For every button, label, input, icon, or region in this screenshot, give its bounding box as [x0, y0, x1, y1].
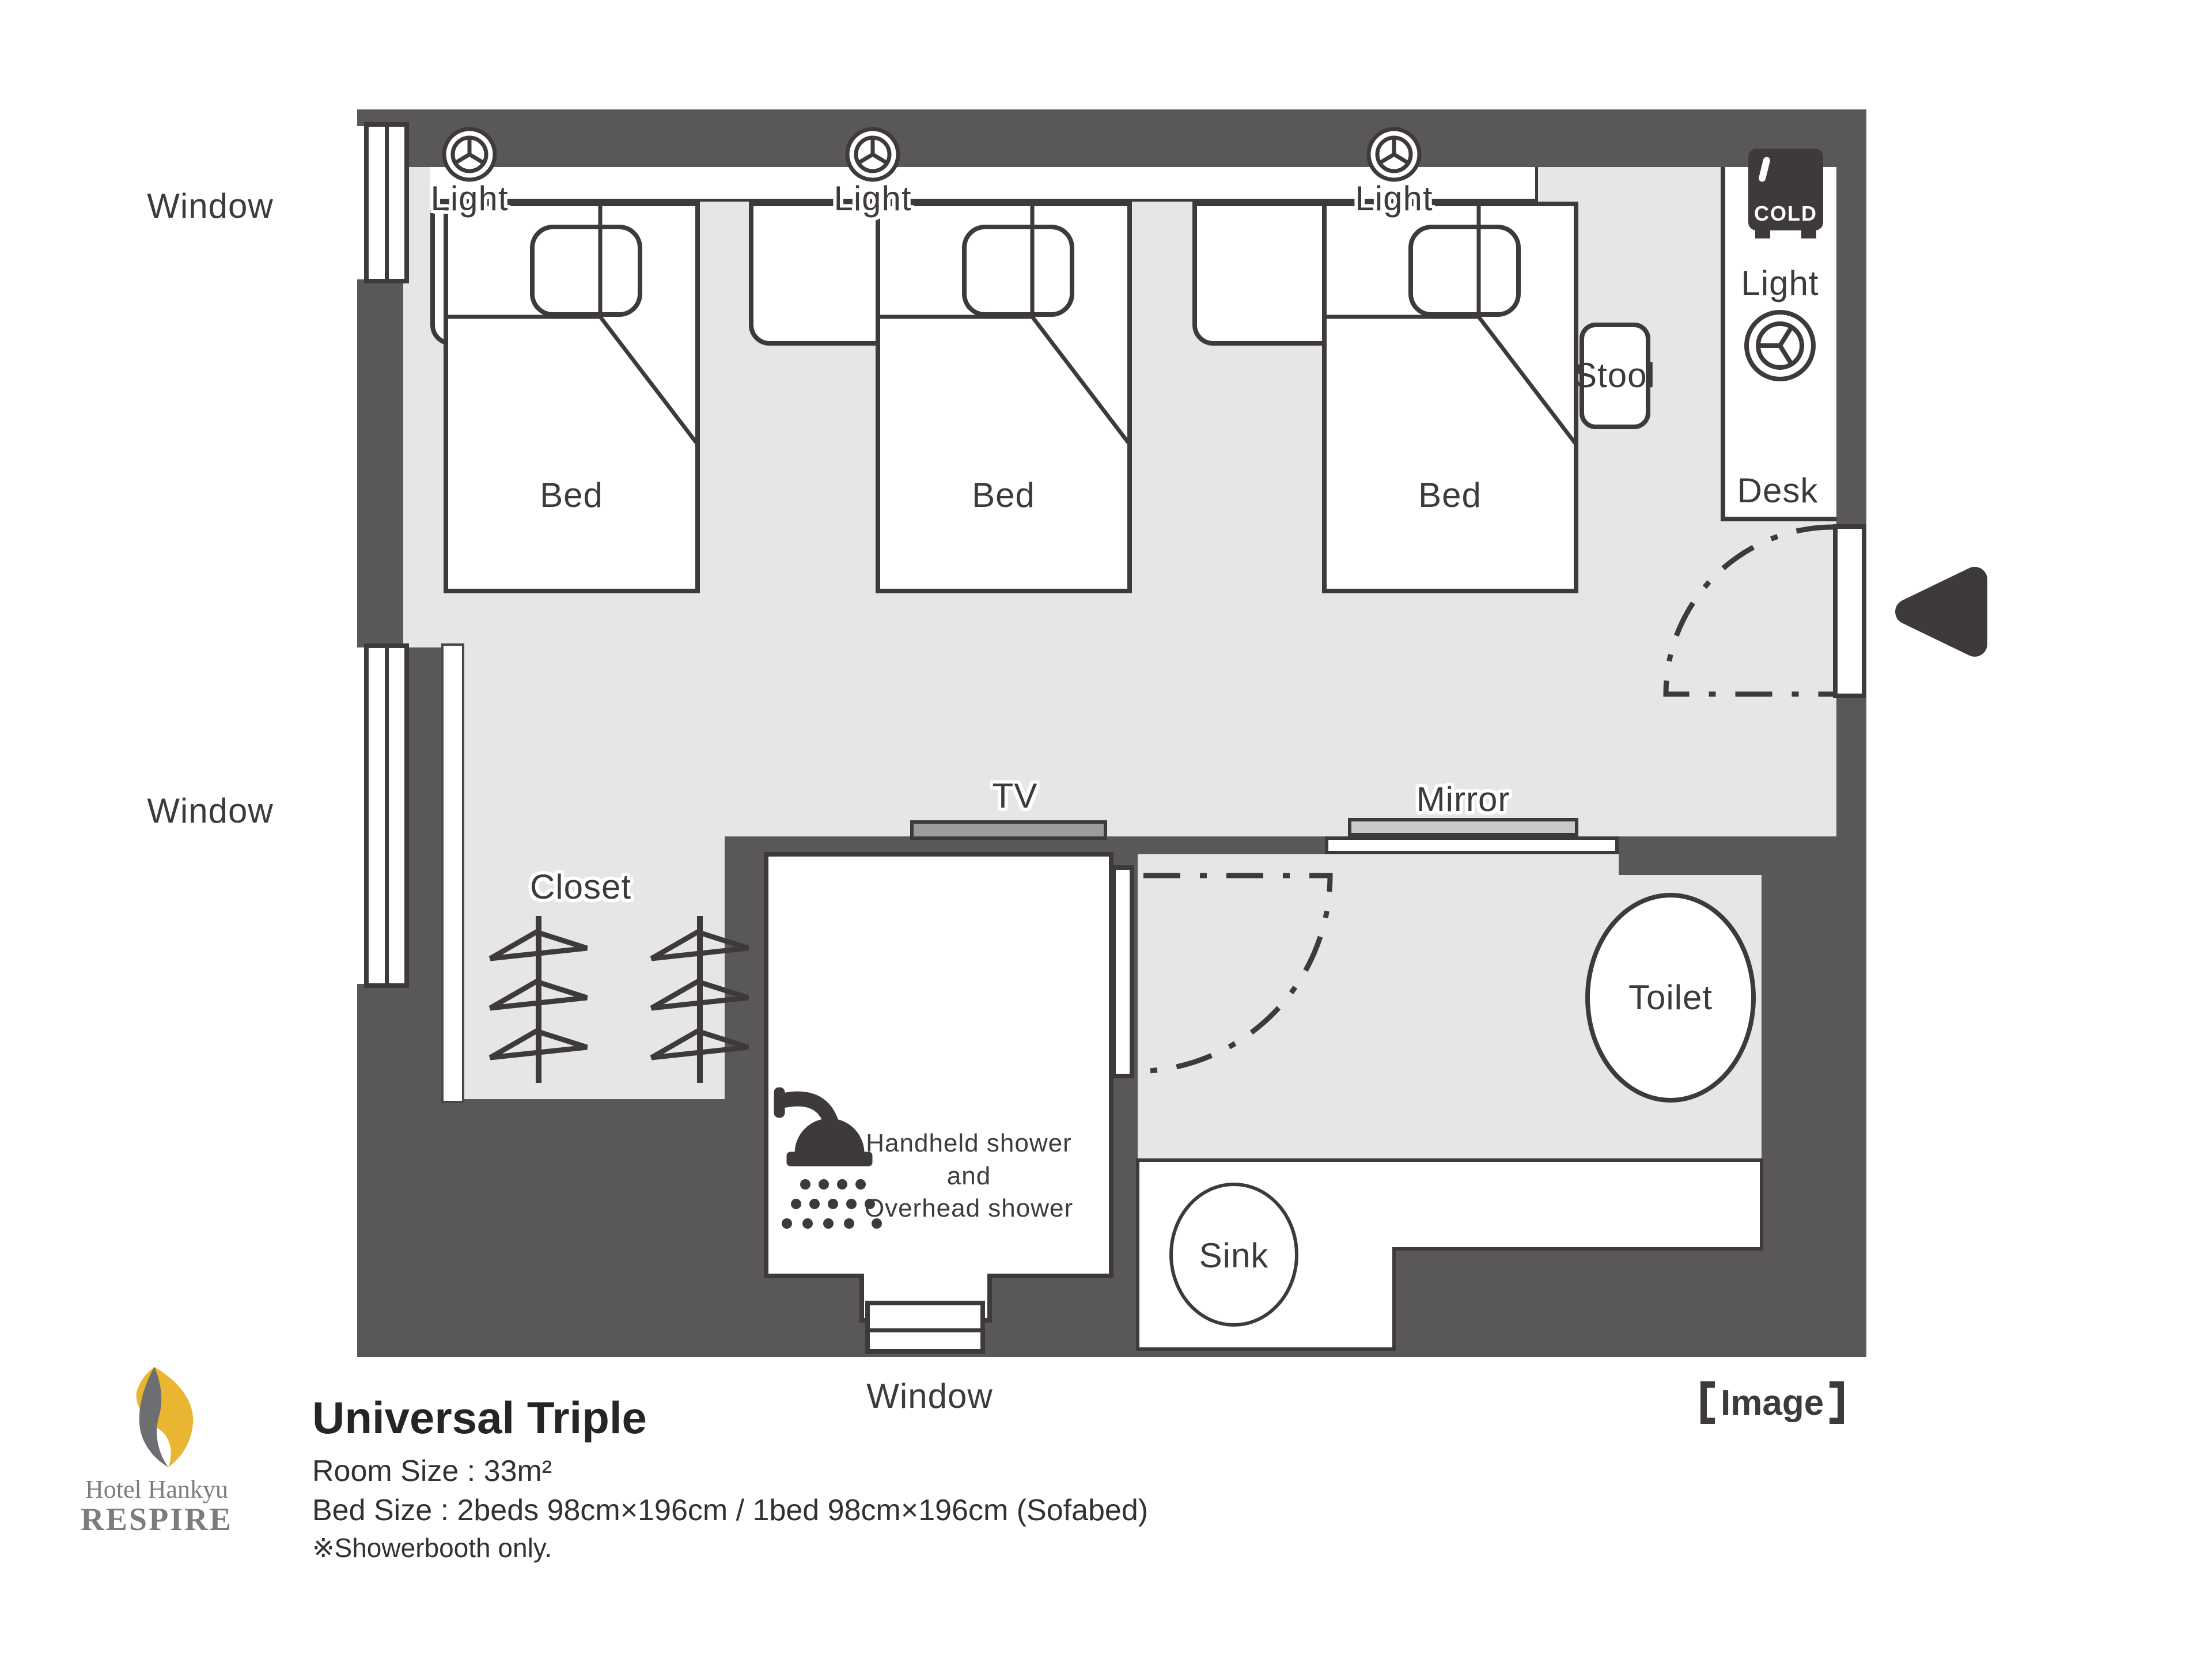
toilet	[1585, 893, 1756, 1103]
bed-size-text: Bed Size : 2beds 98cm×196cm / 1bed 98cm×…	[312, 1494, 1149, 1527]
fridge-label: COLD	[1754, 202, 1817, 225]
window-2-frame	[364, 643, 409, 988]
hotel-logo	[136, 1367, 194, 1467]
light-icon-bed-3	[1366, 127, 1422, 182]
bed-3-label: Bed	[1418, 476, 1482, 514]
lenticular-bracket-close	[1830, 1381, 1844, 1424]
mirror-counter	[1325, 836, 1619, 854]
bed-3-blanket-fold	[1327, 204, 1577, 445]
logo-gray-shape	[139, 1367, 168, 1467]
window-1-frame	[364, 122, 409, 283]
bed-2-pillow	[962, 225, 1074, 317]
shower-head-icon	[774, 1087, 882, 1229]
bathroom-door-leaf	[1111, 865, 1134, 1078]
entrance-door-swing	[1663, 524, 1834, 697]
fridge-foot-right	[1801, 229, 1816, 238]
light-icon-bed-2	[845, 127, 900, 182]
bed-1-pillow	[530, 225, 642, 317]
mirror-label: Mirror	[1416, 780, 1510, 819]
shower-note-line-1: Handheld shower	[866, 1129, 1072, 1157]
stool	[1580, 323, 1650, 429]
hotel-logo-brand: RESPIRE	[81, 1502, 233, 1537]
entrance-arrow-icon	[1895, 567, 1987, 657]
fridge-handle	[1758, 156, 1771, 183]
light-3-label: Light	[1355, 179, 1433, 218]
toilet-label: Toilet	[1628, 978, 1713, 1017]
sink-bowl	[1169, 1183, 1298, 1327]
bed-1-body	[444, 202, 700, 593]
closet-door-panel	[441, 643, 464, 1103]
shower-note-line-3: Overhead shower	[864, 1194, 1074, 1222]
fridge-foot-left	[1755, 229, 1770, 238]
shower-note-line-2: and	[946, 1162, 991, 1190]
image-caption-label: Image	[1721, 1382, 1824, 1423]
light-1-label: Light	[430, 179, 509, 218]
bed-3-pillow	[1408, 225, 1521, 317]
stool-label: Stool	[1574, 356, 1656, 395]
sink-label: Sink	[1199, 1236, 1269, 1275]
wall-patch-window2	[403, 647, 441, 836]
tv	[910, 820, 1107, 840]
image-caption: Image	[1700, 1381, 1844, 1424]
lenticular-bracket-open	[1700, 1381, 1715, 1424]
room-size-text: Room Size : 33m²	[312, 1455, 552, 1488]
bed-2-blanket-fold	[880, 204, 1131, 445]
room-title: Universal Triple	[312, 1392, 647, 1443]
closet-label: Closet	[529, 868, 632, 906]
headboard-console	[430, 167, 1538, 202]
bed-1-blanket-fold	[448, 204, 699, 445]
bed-2-label: Bed	[972, 476, 1035, 514]
hotel-logo-name: Hotel Hankyu	[85, 1475, 229, 1503]
sink-counter-outline	[1136, 1158, 1763, 1351]
light-icon-desk	[1744, 310, 1816, 381]
bed-1-label: Bed	[540, 476, 603, 514]
entrance-door-leaf	[1833, 524, 1866, 698]
window-3-frame	[865, 1301, 985, 1354]
light-2-label: Light	[834, 179, 912, 218]
shower-booth-note: ※Showerbooth only.	[312, 1533, 552, 1563]
desk-label: Desk	[1737, 471, 1819, 510]
light-icon-bed-1	[442, 127, 497, 182]
closet-hangers	[488, 916, 749, 1083]
window-2-label: Window	[147, 791, 274, 830]
window-3-label: Window	[866, 1377, 993, 1415]
fridge-cold-icon: COLD	[1748, 149, 1823, 238]
tv-label: TV	[992, 777, 1038, 815]
bathroom-door-swing	[1134, 873, 1333, 1074]
mirror	[1348, 818, 1578, 836]
bathroom-top-wall-step	[1619, 854, 1762, 875]
desk-light-label: Light	[1741, 264, 1819, 302]
window-1-label: Window	[147, 187, 274, 225]
